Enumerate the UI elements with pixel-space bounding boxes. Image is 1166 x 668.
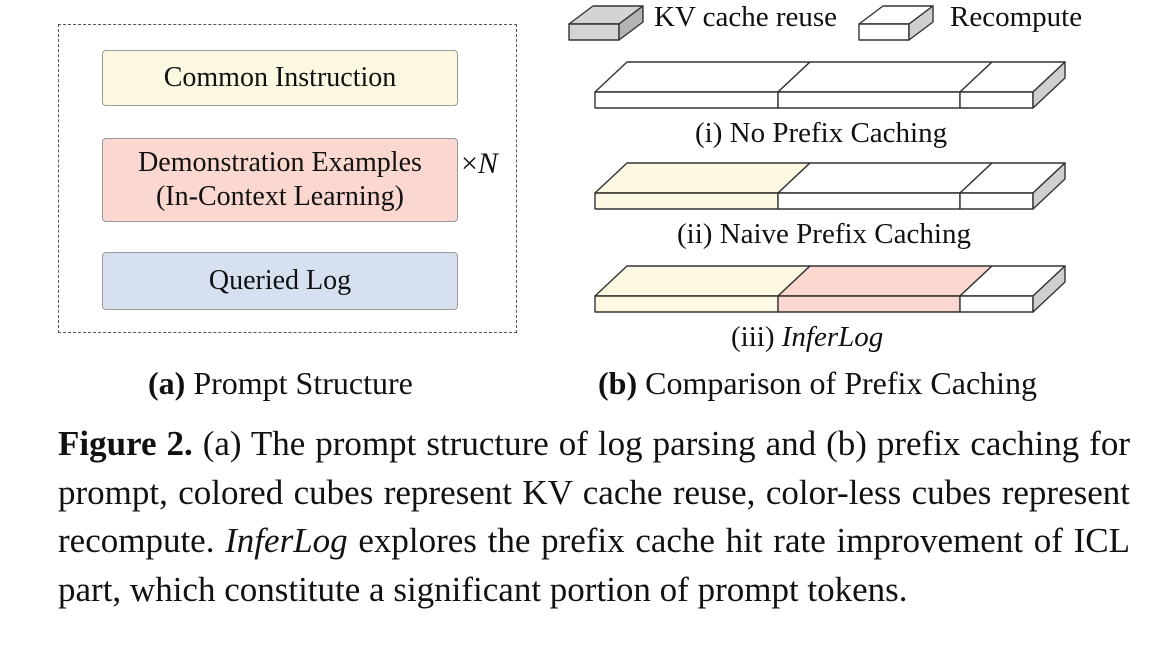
bar-label-text: InferLog	[781, 321, 884, 353]
demonstration-examples-line1: Demonstration Examples	[138, 147, 422, 178]
bar-3-segment-3-front	[959, 295, 1034, 313]
subcaption-b-tag: (b)	[598, 365, 638, 401]
subcaption-b-text: Comparison of Prefix Caching	[637, 365, 1038, 401]
repeat-n-label: ×N	[461, 146, 498, 182]
legend-kv-cache-reuse-cube-side	[618, 5, 644, 41]
figure-caption-text2: explores the prefix cache hit rate impro…	[58, 521, 1130, 609]
common-instruction-block: Common Instruction	[102, 50, 458, 106]
bar-label-naive-prefix-caching: (ii) Naive Prefix Caching	[677, 217, 971, 251]
bar-3-segment-1-front	[594, 295, 779, 313]
queried-log-block: Queried Log	[102, 252, 458, 310]
times-symbol: ×	[461, 147, 478, 180]
bar-2-segment-1-top	[594, 162, 811, 194]
subcaption-b: (b) Comparison of Prefix Caching	[598, 364, 1037, 402]
subcaption-a-tag: (a)	[148, 365, 186, 401]
bar-3-segment-2-front	[777, 295, 961, 313]
figure-caption-text1: (a) The prompt structure of log parsing …	[58, 424, 1130, 560]
figure-caption: Figure 2. (a) The prompt structure of lo…	[58, 420, 1130, 614]
legend-recompute-cube-side	[908, 5, 934, 41]
demonstration-examples-line2: (In-Context Learning)	[155, 181, 405, 212]
bar-1-segment-2-top	[777, 61, 993, 93]
legend-kv-cache-reuse-label: KV cache reuse	[654, 1, 838, 33]
bar-3-side	[1032, 265, 1066, 313]
bar-1-segment-1-top	[594, 61, 811, 93]
prompt-structure-box	[58, 24, 517, 333]
bar-1-segment-1-front	[594, 91, 779, 109]
legend-recompute-cube-front	[858, 23, 910, 41]
bar-label-text: No Prefix Caching	[729, 117, 948, 149]
bar-label-no-prefix-caching: (i) No Prefix Caching	[695, 116, 947, 150]
bar-1-segment-2-front	[777, 91, 961, 109]
bar-2-segment-2-front	[777, 192, 961, 210]
bar-3-segment-1-top	[594, 265, 811, 297]
legend-recompute-label: Recompute	[950, 1, 1083, 33]
n-variable: N	[477, 147, 498, 180]
bar-label-prefix: (i)	[695, 117, 730, 149]
bar-label-prefix: (iii)	[731, 321, 782, 353]
bar-label-prefix: (ii)	[677, 218, 720, 250]
legend-kv-cache-reuse-cube-front	[568, 23, 620, 41]
bar-1-segment-3-front	[959, 91, 1034, 109]
bar-2-segment-1-front	[594, 192, 779, 210]
bar-2-side	[1032, 162, 1066, 210]
bar-label-text: Naive Prefix Caching	[719, 218, 971, 250]
demonstration-examples-block: Demonstration Examples (In-Context Learn…	[102, 138, 458, 222]
bar-2-segment-2-top	[777, 162, 993, 194]
subcaption-a-text: Prompt Structure	[185, 365, 413, 401]
subcaption-a: (a) Prompt Structure	[148, 364, 413, 402]
bar-1-side	[1032, 61, 1066, 109]
bar-3-segment-2-top	[777, 265, 993, 297]
figure-caption-tag: Figure 2.	[58, 424, 193, 463]
bar-label-inferlog: (iii) InferLog	[731, 320, 883, 354]
figure-caption-emph: InferLog	[225, 521, 348, 560]
bar-2-segment-3-front	[959, 192, 1034, 210]
